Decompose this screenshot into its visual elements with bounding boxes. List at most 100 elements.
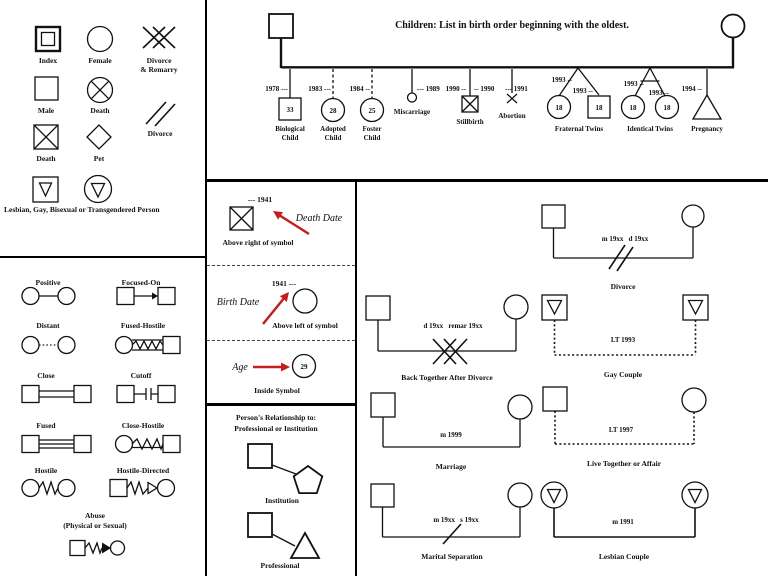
birth-date-annotation: 1941 --- Birth Date Above left of symbol — [217, 279, 338, 330]
stillbirth-label: Stillbirth — [456, 118, 483, 126]
female-symbol: Female — [86, 25, 114, 65]
fused-hostile-relationship: Fused-Hostile — [114, 321, 181, 355]
miscarriage-label: Miscarriage — [394, 108, 430, 116]
divider-left-panel-top — [0, 256, 206, 258]
pet-symbol: Pet — [86, 124, 112, 163]
divider-professional-top — [207, 403, 355, 406]
lesbian-couple-example: m 1991 Lesbian Couple — [540, 481, 709, 561]
divorce-dates: m 19xx d 19xx — [602, 235, 649, 243]
identical-age-2: 18 — [664, 104, 672, 112]
age-caption: Inside Symbol — [254, 386, 300, 395]
foster-label-2: Child — [364, 134, 381, 142]
divider-birthdate-age — [207, 340, 355, 341]
fused-label: Fused — [36, 421, 56, 430]
marital-separation-label: Marital Separation — [421, 552, 483, 561]
fraternal-year-1: 1993 -- — [552, 76, 573, 84]
death-date-arrowhead — [273, 211, 283, 220]
professional-panel: Person's Relationship to: Professional o… — [234, 413, 324, 570]
pet-label: Pet — [94, 154, 105, 163]
identical-twins-symbol: 1993 -- 1993 -- 18 18 Identical Twins — [620, 67, 680, 133]
hostile-directed-label: Hostile-Directed — [117, 466, 170, 475]
marriage-example: m 1999 Marriage — [370, 392, 533, 471]
hostile-relationship: Hostile — [21, 466, 76, 498]
female-label: Female — [88, 56, 112, 65]
abortion-symbol: --- 1991 Abortion — [498, 69, 528, 120]
pregnancy-year: 1994 -- — [682, 85, 703, 93]
back-together-example: d 19xx remar 19xx Back Together After Di… — [365, 294, 529, 382]
cutoff-label: Cutoff — [131, 371, 152, 380]
hostile-directed-relationship: Hostile-Directed — [109, 466, 176, 498]
male-symbol: Male — [34, 76, 59, 115]
gay-couple-label: Gay Couple — [604, 370, 643, 379]
fraternal-twins-symbol: 1993 -- 1993 -- 18 18 Fraternal Twins — [546, 67, 611, 133]
miscarriage-symbol: --- 1989 Miscarriage — [394, 69, 440, 116]
close-hostile-label: Close-Hostile — [122, 421, 165, 430]
live-together-example: LT 1997 Live Together or Affair — [542, 386, 707, 468]
foster-year: 1984 -- — [350, 85, 371, 93]
age-value: 29 — [301, 363, 309, 371]
gay-couple-example: LT 1993 Gay Couple — [541, 294, 709, 379]
stillbirth-symbol: 1990 -- -- 1990 Stillbirth — [446, 69, 495, 126]
index-label: Index — [39, 56, 58, 65]
children-title: Children: List in birth order beginning … — [395, 20, 629, 31]
birth-date-caption: Above left of symbol — [272, 321, 338, 330]
biological-age: 33 — [287, 106, 295, 114]
professional-label: Professional — [260, 561, 299, 570]
foster-age: 25 — [369, 107, 377, 115]
male-label: Male — [38, 106, 55, 115]
divorce-label: Divorce — [148, 129, 174, 138]
positive-relationship: Positive — [21, 278, 76, 306]
professional-relationship: Professional — [247, 512, 321, 570]
back-together-label: Back Together After Divorce — [401, 373, 493, 382]
marriage-label: Marriage — [436, 462, 467, 471]
examples-panel: m 19xx d 19xx Divorce d 19xx remar 19xx … — [365, 204, 709, 561]
father-symbol — [268, 13, 294, 68]
birth-date-label: Birth Date — [217, 297, 260, 308]
birth-date-arrowhead — [279, 292, 289, 302]
relationship-lines-panel: Positive Focused-On Distant Fused-Hostil… — [21, 278, 181, 557]
institution-relationship: Institution — [247, 443, 324, 505]
fused-hostile-label: Fused-Hostile — [121, 321, 166, 330]
biological-year: 1978 --- — [265, 85, 288, 93]
abuse-relationship: Abuse (Physical or Sexual) — [63, 511, 127, 557]
divider-children-bottom — [205, 179, 768, 182]
gay-couple-dates: LT 1993 — [611, 336, 636, 344]
divorce-example: m 19xx d 19xx Divorce — [541, 204, 705, 291]
death-date-caption: Above right of symbol — [222, 238, 293, 247]
lesbian-couple-label: Lesbian Couple — [599, 552, 650, 561]
mother-symbol — [720, 13, 746, 68]
close-relationship: Close — [21, 371, 92, 404]
adopted-label-1: Adopted — [320, 125, 346, 133]
divorce-example-label: Divorce — [611, 282, 637, 291]
divider-center-right — [355, 179, 357, 576]
positive-label: Positive — [36, 278, 62, 287]
abortion-label: Abortion — [498, 112, 525, 120]
miscarriage-year: --- 1989 — [417, 85, 440, 93]
death-square-label: Death — [36, 154, 56, 163]
symbols-panel: Index Female Divorce & Remarry Male Deat… — [4, 25, 178, 214]
death-date-value: --- 1941 — [248, 195, 273, 204]
biological-child: 1978 --- 33 Biological Child — [265, 69, 305, 142]
back-together-dates: d 19xx remar 19xx — [423, 322, 483, 330]
children-panel: Children: List in birth order beginning … — [265, 13, 746, 142]
professional-header-2: Professional or Institution — [234, 424, 318, 433]
marriage-dates: m 1999 — [440, 431, 462, 439]
institution-label: Institution — [265, 496, 300, 505]
divorce-symbol: Divorce — [145, 101, 176, 138]
pregnancy-symbol: 1994 -- Pregnancy — [682, 69, 723, 133]
cutoff-relationship: Cutoff — [116, 371, 176, 404]
focused-on-label: Focused-On — [122, 278, 162, 287]
fraternal-age-1: 18 — [556, 104, 564, 112]
stillbirth-year-left: 1990 -- — [446, 85, 467, 93]
professional-header-1: Person's Relationship to: — [236, 413, 316, 422]
death-date-label: Death Date — [295, 213, 343, 224]
adopted-age: 28 — [330, 107, 338, 115]
stillbirth-year-right: -- 1990 — [474, 85, 495, 93]
biological-label-1: Biological — [275, 125, 305, 133]
live-together-label: Live Together or Affair — [587, 459, 662, 468]
death-square-symbol: Death — [33, 124, 59, 163]
focused-on-relationship: Focused-On — [116, 278, 176, 306]
birth-date-arrow — [262, 296, 286, 325]
divider-vertical-main — [205, 0, 207, 576]
abuse-label-1: Abuse — [85, 511, 106, 520]
